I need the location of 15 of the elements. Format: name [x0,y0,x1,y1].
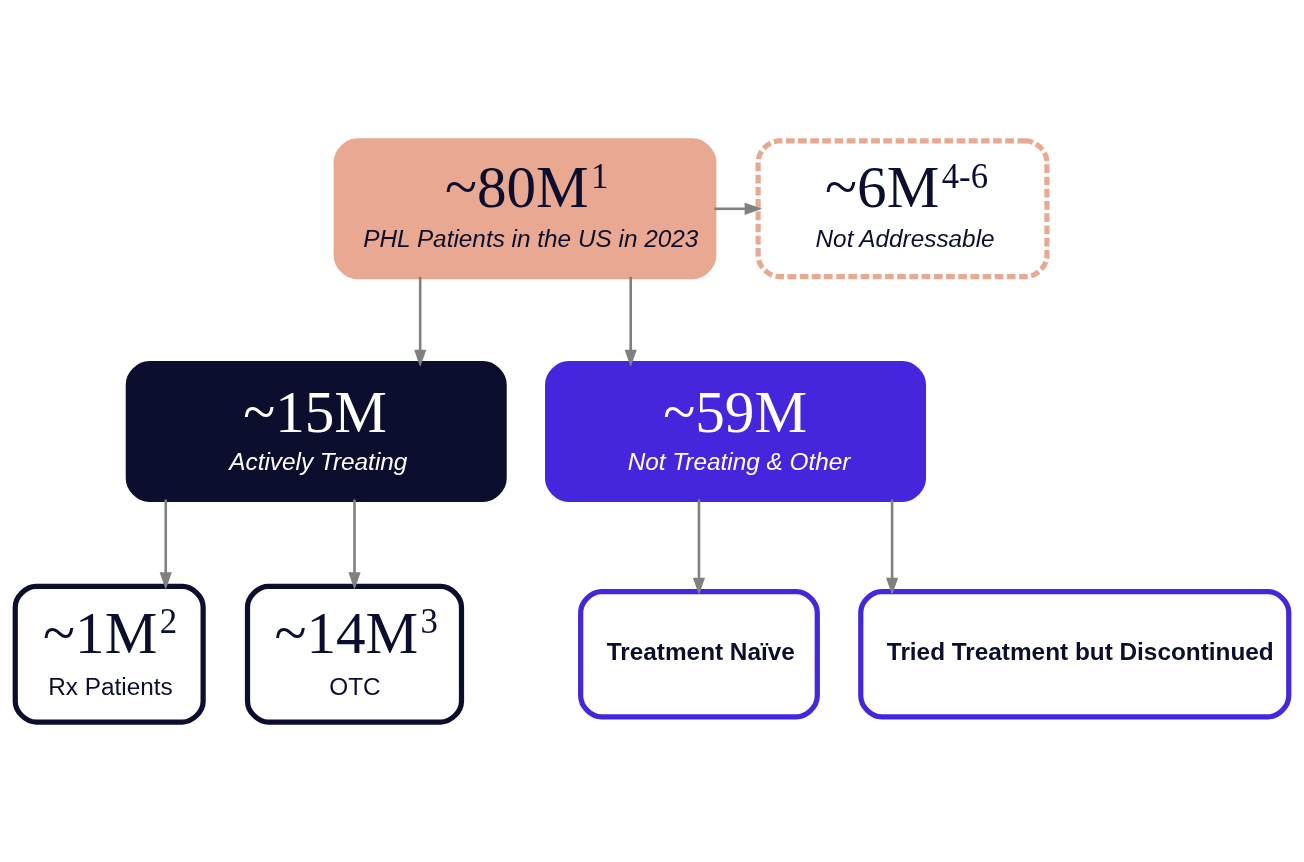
arrow [714,202,763,215]
arrow [348,499,361,590]
node-box: ~80M$^{1}$ PHL Patients in the US in 2023 [333,137,717,279]
node-box: Treatment Naïve [578,588,820,719]
node-box: ~6M$^{4-6}$ Not Addressable [755,137,1050,279]
arrow [159,499,172,590]
node-box: ~14M$^{3}$ OTC [244,583,465,725]
node-box: Tried Treatment but Discontinued [858,588,1292,719]
node-box: ~1M$^{2}$ Rx Patients [12,583,206,725]
node-box: ~59M Not Treating & Other [545,360,926,502]
arrow [692,499,706,595]
arrow [414,276,427,367]
arrow [624,276,637,367]
node-box: ~15M Actively Treating [125,360,507,502]
arrow [886,499,899,595]
